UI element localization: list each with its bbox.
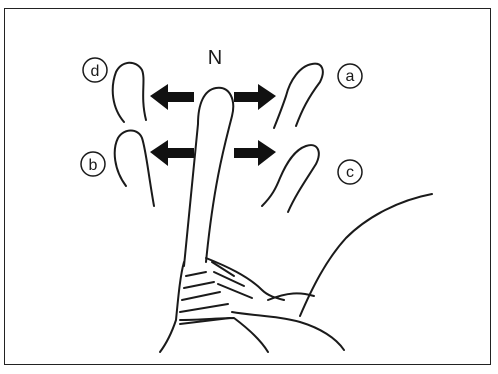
label-d: d <box>91 63 100 80</box>
lever-position-b <box>115 131 154 207</box>
hand-outline <box>160 262 184 352</box>
label-c: c <box>346 164 354 181</box>
label-a: a <box>346 68 355 85</box>
neutral-label: N <box>208 47 222 69</box>
lever-neutral <box>184 88 233 266</box>
lever-position-d <box>113 63 146 122</box>
forearm-outline <box>300 194 432 316</box>
label-b: b <box>89 157 98 174</box>
arrow-to-d-icon <box>150 84 194 110</box>
arrow-to-a-icon <box>234 84 276 110</box>
arrow-to-b-icon <box>150 140 194 166</box>
lever-position-a <box>274 64 323 128</box>
arrow-to-c-icon <box>234 140 276 166</box>
